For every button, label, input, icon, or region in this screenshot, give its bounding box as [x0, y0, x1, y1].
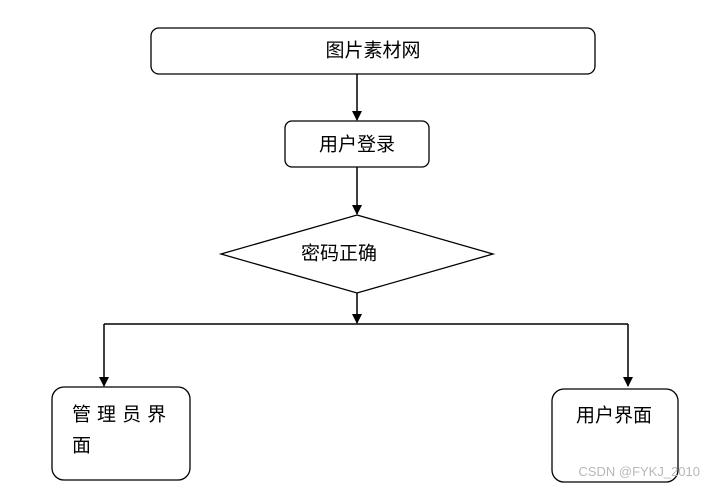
node-admin-box: [51, 386, 191, 481]
node-user-box: [551, 388, 679, 483]
node-user-label: 用户界面: [576, 405, 652, 427]
node-user: 用户界面: [551, 388, 679, 483]
node-check-label: 密码正确: [301, 243, 377, 265]
node-login-label: 用户登录: [319, 134, 395, 156]
node-admin-label-line2: 面: [72, 435, 91, 457]
node-check: 密码正确: [218, 214, 496, 294]
watermark-text: CSDN @FYKJ_2010: [578, 464, 700, 479]
node-admin-label-line1: 管 理 员 界: [72, 404, 166, 426]
node-login: 用户登录: [284, 120, 430, 168]
node-site-label: 图片素材网: [325, 40, 420, 62]
node-site-box: [150, 27, 596, 75]
node-admin: 管 理 员 界 面: [51, 386, 191, 481]
node-site: 图片素材网: [150, 27, 596, 75]
